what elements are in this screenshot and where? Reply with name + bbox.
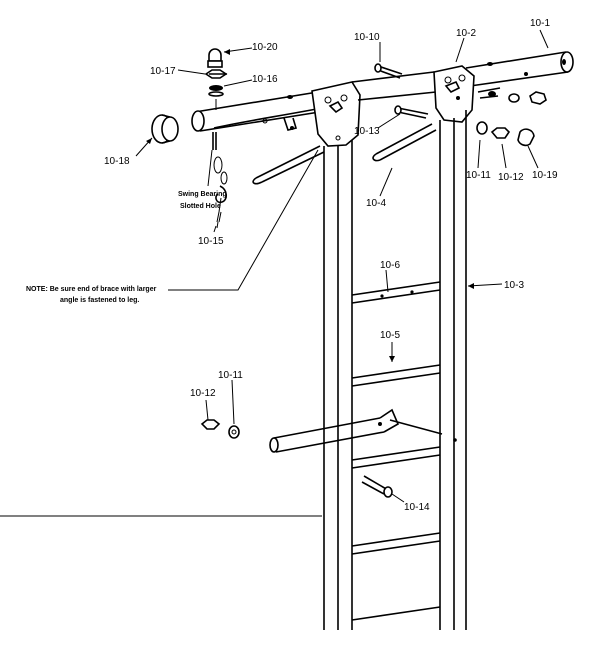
- bearing-callout: Swing Bearing Slotted Hole: [178, 191, 227, 210]
- bearing-callout-line1: Swing Bearing: [178, 191, 227, 198]
- bearing-callout-line2: Slotted Hole: [180, 203, 221, 210]
- label-10-10: 10-10: [354, 32, 380, 43]
- ladder-left-leg: [323, 140, 353, 630]
- label-10-14: 10-14: [404, 502, 430, 513]
- leader-lines: [135, 29, 549, 503]
- label-10-20: 10-20: [252, 42, 278, 53]
- label-10-18: 10-18: [104, 156, 130, 167]
- ladder-rungs: [351, 281, 441, 621]
- lower-nut-washer: [200, 419, 240, 439]
- label-10-19: 10-19: [532, 170, 558, 181]
- end-cap-10-18: [151, 114, 179, 144]
- upper-braces-10-4: [252, 123, 437, 185]
- label-10-2: 10-2: [456, 28, 476, 39]
- label-10-4: 10-4: [366, 198, 386, 209]
- note-line1: NOTE: Be sure end of brace with larger: [26, 286, 157, 293]
- label-10-3: 10-3: [504, 280, 524, 291]
- bolt-10-10: [374, 63, 403, 79]
- note-line2: angle is fastened to leg.: [60, 297, 139, 304]
- bolt-nut-stack: [204, 48, 228, 110]
- right-coupling: [433, 65, 475, 123]
- label-10-13: 10-13: [354, 126, 380, 137]
- pin-10-13: [394, 105, 429, 119]
- right-hardware: [477, 87, 547, 105]
- label-10-11-bottom: 10-11: [218, 370, 243, 381]
- label-10-1: 10-1: [530, 18, 550, 29]
- ladder-right-leg: [439, 110, 467, 630]
- label-10-5: 10-5: [380, 330, 400, 341]
- label-10-12-bottom: 10-12: [190, 388, 216, 399]
- right-top-tube: [351, 51, 574, 101]
- label-10-12-top: 10-12: [498, 172, 524, 183]
- left-coupling: [311, 81, 361, 147]
- label-10-17: 10-17: [150, 66, 176, 77]
- assembly-note: NOTE: Be sure end of brace with larger a…: [26, 286, 157, 304]
- left-top-tube: [191, 89, 333, 132]
- lower-brace: [269, 408, 443, 453]
- swing-hook-10-15: [212, 132, 228, 229]
- label-10-16: 10-16: [252, 74, 278, 85]
- label-10-6: 10-6: [380, 260, 400, 271]
- label-10-11-top: 10-11: [466, 170, 491, 181]
- label-10-15: 10-15: [198, 236, 224, 247]
- pin-10-14: [361, 475, 393, 498]
- part-labels: 10-1 10-2 10-10 10-20 10-17 10-16 10-18 …: [104, 18, 558, 513]
